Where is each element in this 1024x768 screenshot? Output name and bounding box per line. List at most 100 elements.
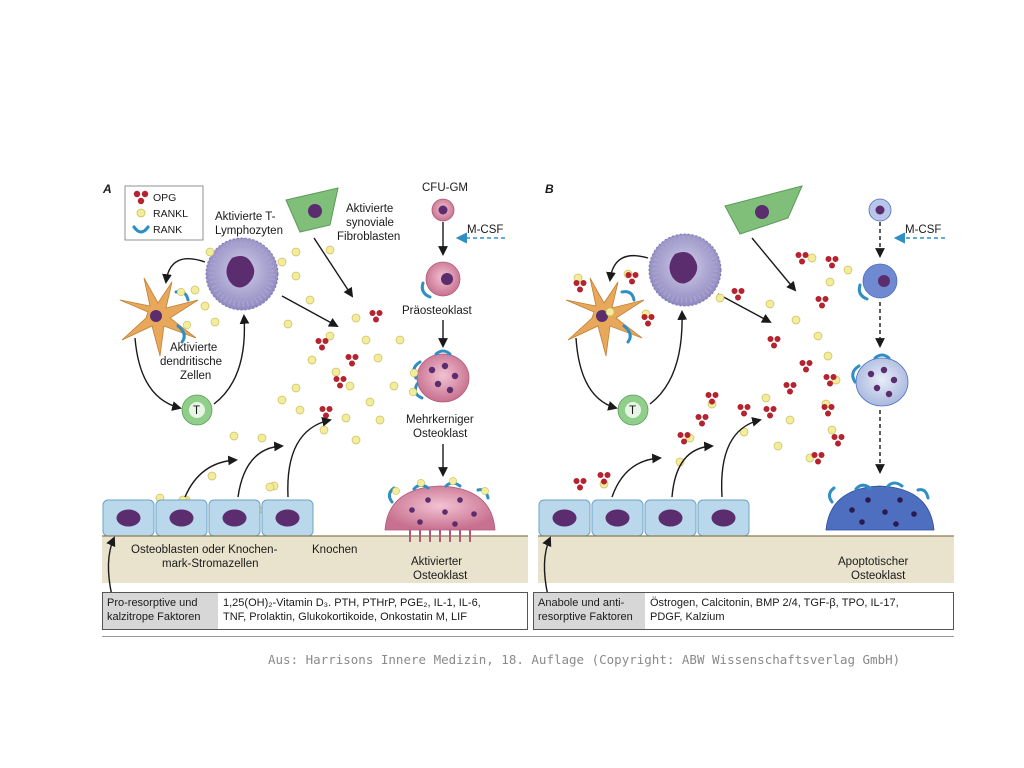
osteoblast-nucleus <box>605 509 630 527</box>
rankl-particle <box>345 381 355 391</box>
apoptotic-label-1: Apoptotischer <box>838 556 908 568</box>
rankl-particle <box>207 471 217 481</box>
activated-osteoclast-label-1: Aktivierter <box>411 556 462 568</box>
activated-t-lymphocyte-b <box>648 233 722 307</box>
panel-a: A OPG RANKL RANK Aktivierte T- Lymphozyt… <box>102 182 528 597</box>
rankl-particle <box>765 299 775 309</box>
rankl-particle <box>351 313 361 323</box>
multinucleated-osteoclast <box>408 349 470 403</box>
activated-osteoclast-label-2: Osteoklast <box>413 570 468 582</box>
factors-body-b: Östrogen, Calcitonin, BMP 2/4, TGF-β, TP… <box>645 593 953 629</box>
arrow-b-fibro-to-center <box>751 237 797 292</box>
rankl-particle <box>823 351 833 361</box>
rankl-particle <box>291 247 301 257</box>
opg-molecule <box>731 288 745 301</box>
opg-molecule <box>677 432 691 445</box>
osteoblast-label-2: mark-Stromazellen <box>162 558 259 570</box>
rankl-particle <box>277 395 287 405</box>
bone-a <box>102 536 528 583</box>
opg-molecule <box>695 414 709 427</box>
opg-molecule <box>763 406 777 419</box>
arrow-dendritic-to-tcell <box>134 337 182 411</box>
rankl-particle <box>351 435 361 445</box>
factors-body-a-line1: 1,25(OH)₂-Vitamin D₃. PTH, PTHrP, PGE₂, … <box>223 597 481 609</box>
osteoblast-label-1: Osteoblasten oder Knochen- <box>131 544 278 556</box>
rankl-particle <box>210 317 220 327</box>
legend: OPG RANKL RANK <box>124 185 204 241</box>
osteoblast-nucleus <box>658 509 683 527</box>
rankl-particle <box>827 425 837 435</box>
t-cell-label-b: T <box>629 405 636 417</box>
praeosteoklast-cell-b <box>857 263 898 301</box>
t-cell-label-a: T <box>193 405 200 417</box>
osteoblast-nucleus <box>169 509 194 527</box>
figure-caption: Aus: Harrisons Innere Medizin, 18. Aufla… <box>268 652 901 667</box>
osteoblast-row-a <box>102 499 314 537</box>
rankl-particle <box>361 335 371 345</box>
multinucleated-osteoclast-b <box>851 353 909 407</box>
synovial-fibroblast-b <box>724 185 803 235</box>
panel-a-letter: A <box>102 182 112 196</box>
mehrkerniger-label-1: Mehrkerniger <box>406 414 474 426</box>
rankl-particle <box>291 383 301 393</box>
opg-molecule <box>783 382 797 395</box>
figure-bottom-rule <box>102 636 954 637</box>
opg-molecule <box>369 310 383 323</box>
cfu-gm-label: CFU-GM <box>422 182 468 194</box>
dendritic-cell-b <box>565 277 645 357</box>
mcsf-label-b: M-CSF <box>905 224 941 236</box>
factors-head-b: Anabole und anti- resorptive Faktoren <box>534 593 645 629</box>
osteoblast-nucleus <box>711 509 736 527</box>
rankl-particle <box>325 331 335 341</box>
osteoblast-row-b <box>538 499 750 537</box>
rankl-particle <box>389 381 399 391</box>
opg-molecule <box>597 472 611 485</box>
osteoblast-nucleus <box>552 509 577 527</box>
arrow-b-osteoblast-3 <box>720 417 762 498</box>
factors-head-a-line1: Pro-resorptive und <box>107 597 198 609</box>
arrow-factors-a-to-osteoblast <box>106 536 116 597</box>
dendritic-cell <box>119 277 199 357</box>
arrow-b-osteoblast-2 <box>671 441 714 498</box>
opg-molecule <box>333 376 347 389</box>
opg-molecule <box>705 392 719 405</box>
arrow-factors-b-to-osteoblast <box>542 536 552 597</box>
arrow-b-tcell-to-tlymph <box>649 310 688 405</box>
activated-t-lymphocyte <box>205 237 279 311</box>
panel-b-letter: B <box>545 182 554 196</box>
panel-b: B M-CSF <box>538 182 954 597</box>
opg-icon <box>133 190 149 205</box>
factors-box-a: Pro-resorptive und kalzitrope Faktoren 1… <box>102 592 528 630</box>
opg-molecule <box>641 314 655 327</box>
rankl-particle <box>265 482 275 492</box>
opg-molecule <box>831 434 845 447</box>
rankl-particle <box>319 425 329 435</box>
opg-molecule <box>815 296 829 309</box>
opg-molecule <box>573 280 587 293</box>
rankl-particle <box>200 301 210 311</box>
rankl-particle <box>325 245 335 255</box>
legend-rankl-label: RANKL <box>153 208 188 220</box>
opg-molecule <box>573 478 587 491</box>
arrow-osteoblast-1 <box>184 455 238 498</box>
rankl-particle <box>785 415 795 425</box>
legend-rank-label: RANK <box>153 224 182 236</box>
rankl-particle <box>739 427 749 437</box>
rankl-particle <box>807 253 817 263</box>
rankl-particle <box>843 265 853 275</box>
dendritic-label-1: Aktivierte <box>170 342 217 354</box>
osteoblast-nucleus <box>275 509 300 527</box>
factors-body-a-line2: TNF, Prolaktin, Glukokortikoide, Onkosta… <box>223 611 467 623</box>
opg-molecule <box>821 404 835 417</box>
fibroblast-label-1: Aktivierte <box>346 203 393 215</box>
apoptotic-osteoclast <box>825 481 935 531</box>
rankl-particle <box>190 285 200 295</box>
rankl-particle <box>277 257 287 267</box>
rankl-particle <box>295 405 305 415</box>
arrow-tlymph-to-dendritic <box>162 258 206 284</box>
arrow-fibro-to-center <box>313 237 354 298</box>
rankl-particle <box>229 431 239 441</box>
rankl-particle <box>365 397 375 407</box>
rank-icon <box>132 225 150 234</box>
